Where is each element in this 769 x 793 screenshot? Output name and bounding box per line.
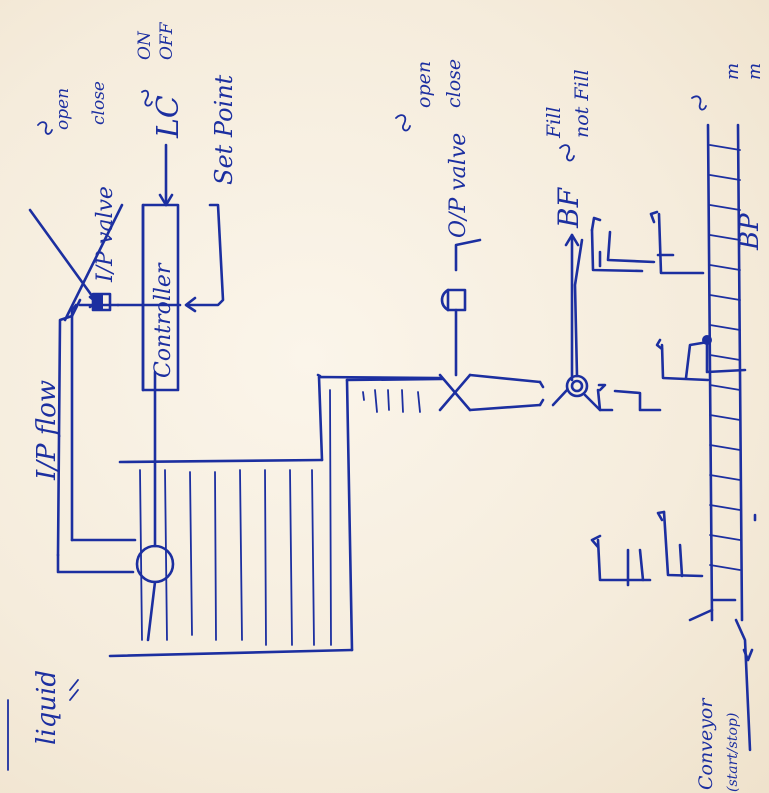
bottle-3 — [598, 385, 660, 410]
bottle-2 — [651, 212, 703, 273]
label-ip-valve-close: close — [89, 81, 109, 125]
liquid-tank — [110, 375, 442, 656]
label-lc-off: OFF — [157, 21, 177, 60]
label-bp: BP — [735, 213, 765, 251]
label-lc-on: ON — [135, 30, 155, 60]
label-op-valve-open: open — [413, 61, 435, 108]
label-lc: LC — [151, 95, 186, 139]
label-op-valve-close: close — [443, 59, 465, 108]
label-bp-m2: m — [744, 63, 765, 80]
label-bf-fill: Fill — [543, 107, 565, 139]
bottle-5 — [592, 536, 650, 585]
lc-arrow — [160, 145, 172, 205]
conveyor-hatching — [710, 145, 740, 570]
label-set-point: Set Point — [210, 74, 238, 185]
output-valve-icon — [442, 240, 480, 375]
label-bf: BF — [552, 186, 585, 229]
label-op-valve: O/P valve — [446, 133, 471, 238]
set-point-line — [186, 205, 223, 311]
label-ip-valve-open: open — [53, 88, 73, 130]
label-conveyor: Conveyor — [695, 697, 717, 790]
output-pipe — [440, 375, 543, 410]
label-ip-valve: I/P valve — [93, 186, 118, 283]
bottle-1 — [592, 218, 654, 271]
label-bf-not-fill: not Fill — [571, 69, 593, 138]
label-ip-flow: I/P flow — [32, 380, 62, 481]
label-liquid: liquid — [32, 670, 62, 745]
label-conveyor-state: (start/stop) — [725, 713, 741, 792]
label-bp-m1: m — [722, 63, 743, 80]
bottle-6 — [658, 512, 702, 576]
bottle-4 — [657, 340, 708, 380]
label-controller: Controller — [151, 262, 176, 378]
liquid-level-lines — [140, 390, 420, 645]
